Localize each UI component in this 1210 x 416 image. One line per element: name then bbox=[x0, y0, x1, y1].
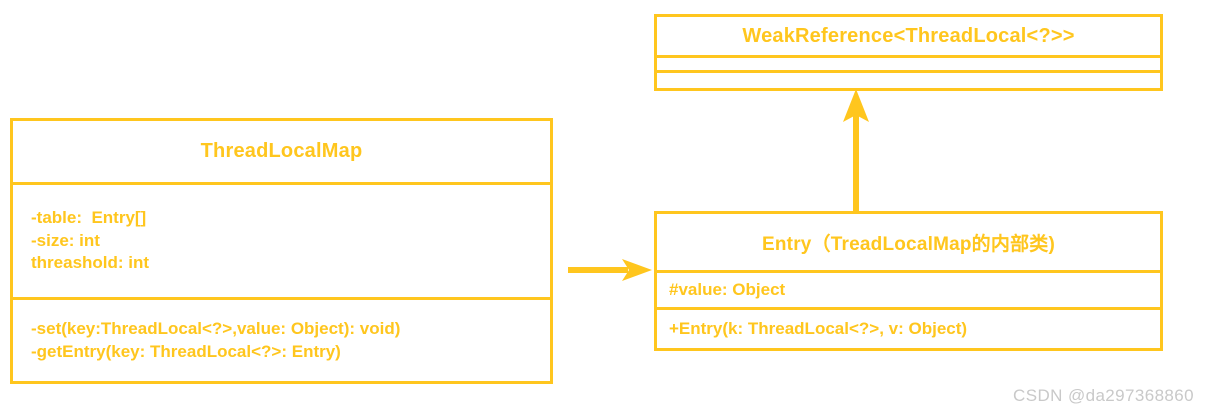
class-attributes-threadlocalmap: -table: Entry[] -size: int threashold: i… bbox=[13, 182, 550, 297]
attribute-row: -size: int bbox=[31, 230, 100, 250]
operation-row: -set(key:ThreadLocal<?>,value: Object): … bbox=[31, 319, 401, 339]
class-operations-weakreference bbox=[657, 70, 1160, 85]
operation-row: +Entry(k: ThreadLocal<?>, v: Object) bbox=[669, 318, 968, 338]
class-name-entry: Entry（TreadLocalMap的内部类) bbox=[761, 233, 1055, 255]
csdn-watermark: CSDN @da297368860 bbox=[1013, 386, 1194, 405]
association-arrow-threadlocalmap-to-entry bbox=[568, 259, 652, 281]
class-box-threadlocalmap: ThreadLocalMap -table: Entry[] -size: in… bbox=[10, 118, 553, 384]
attribute-row: -table: Entry[] bbox=[31, 208, 147, 228]
class-name-threadlocalmap: ThreadLocalMap bbox=[200, 140, 363, 162]
generalization-arrow-entry-to-weakreference bbox=[843, 89, 869, 212]
arrow-head bbox=[843, 89, 869, 122]
class-operations-entry: +Entry(k: ThreadLocal<?>, v: Object) bbox=[657, 307, 1160, 348]
class-box-weakreference: WeakReference<ThreadLocal<?>> bbox=[654, 14, 1163, 91]
class-name-weakreference: WeakReference<ThreadLocal<?>> bbox=[742, 24, 1075, 47]
attribute-row: threashold: int bbox=[31, 253, 150, 273]
operation-row: -getEntry(key: ThreadLocal<?>: Entry) bbox=[31, 341, 341, 361]
arrow-head bbox=[622, 259, 652, 281]
class-attributes-entry: #value: Object bbox=[657, 270, 1160, 307]
attribute-row: #value: Object bbox=[669, 279, 786, 299]
class-attributes-weakreference bbox=[657, 55, 1160, 70]
class-operations-threadlocalmap: -set(key:ThreadLocal<?>,value: Object): … bbox=[13, 297, 550, 381]
class-box-entry: Entry（TreadLocalMap的内部类) #value: Object … bbox=[654, 211, 1163, 351]
